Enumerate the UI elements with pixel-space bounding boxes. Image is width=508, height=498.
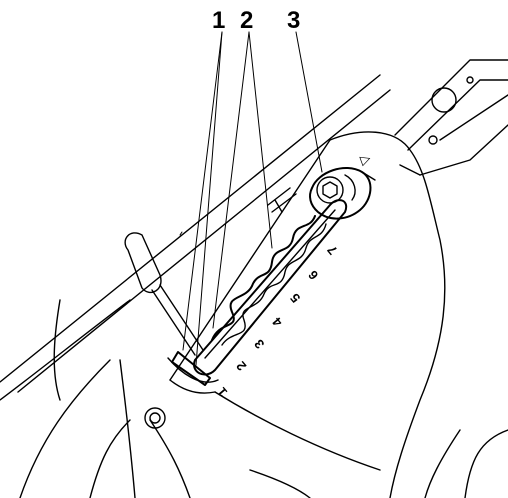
leader-1a bbox=[182, 31, 223, 351]
callout-label-1: 1 bbox=[212, 7, 225, 34]
callout-leaders bbox=[182, 31, 323, 366]
cable-clip bbox=[267, 187, 297, 213]
scale-mark-3: 3 bbox=[251, 337, 267, 352]
scale-mark-4: 4 bbox=[269, 314, 286, 330]
indicator-arrow: ▷ bbox=[358, 151, 373, 169]
lever-handle bbox=[124, 232, 219, 386]
machine-body-outline bbox=[0, 59, 508, 498]
scale-mark-7: 7 bbox=[324, 243, 340, 258]
scale-mark-5: 5 bbox=[287, 291, 303, 306]
callout-label-2: 2 bbox=[240, 7, 253, 34]
scale-mark-6: 6 bbox=[305, 268, 321, 283]
leader-1b bbox=[195, 31, 223, 366]
spring bbox=[211, 215, 327, 346]
leader-2b bbox=[248, 31, 273, 249]
leader-3 bbox=[295, 31, 323, 173]
locking-knob bbox=[309, 167, 376, 220]
callout-label-3: 3 bbox=[287, 7, 300, 34]
leader-2a bbox=[212, 31, 250, 329]
scale-mark-2: 2 bbox=[233, 359, 249, 374]
scale-mark-1: 1 bbox=[214, 385, 230, 400]
